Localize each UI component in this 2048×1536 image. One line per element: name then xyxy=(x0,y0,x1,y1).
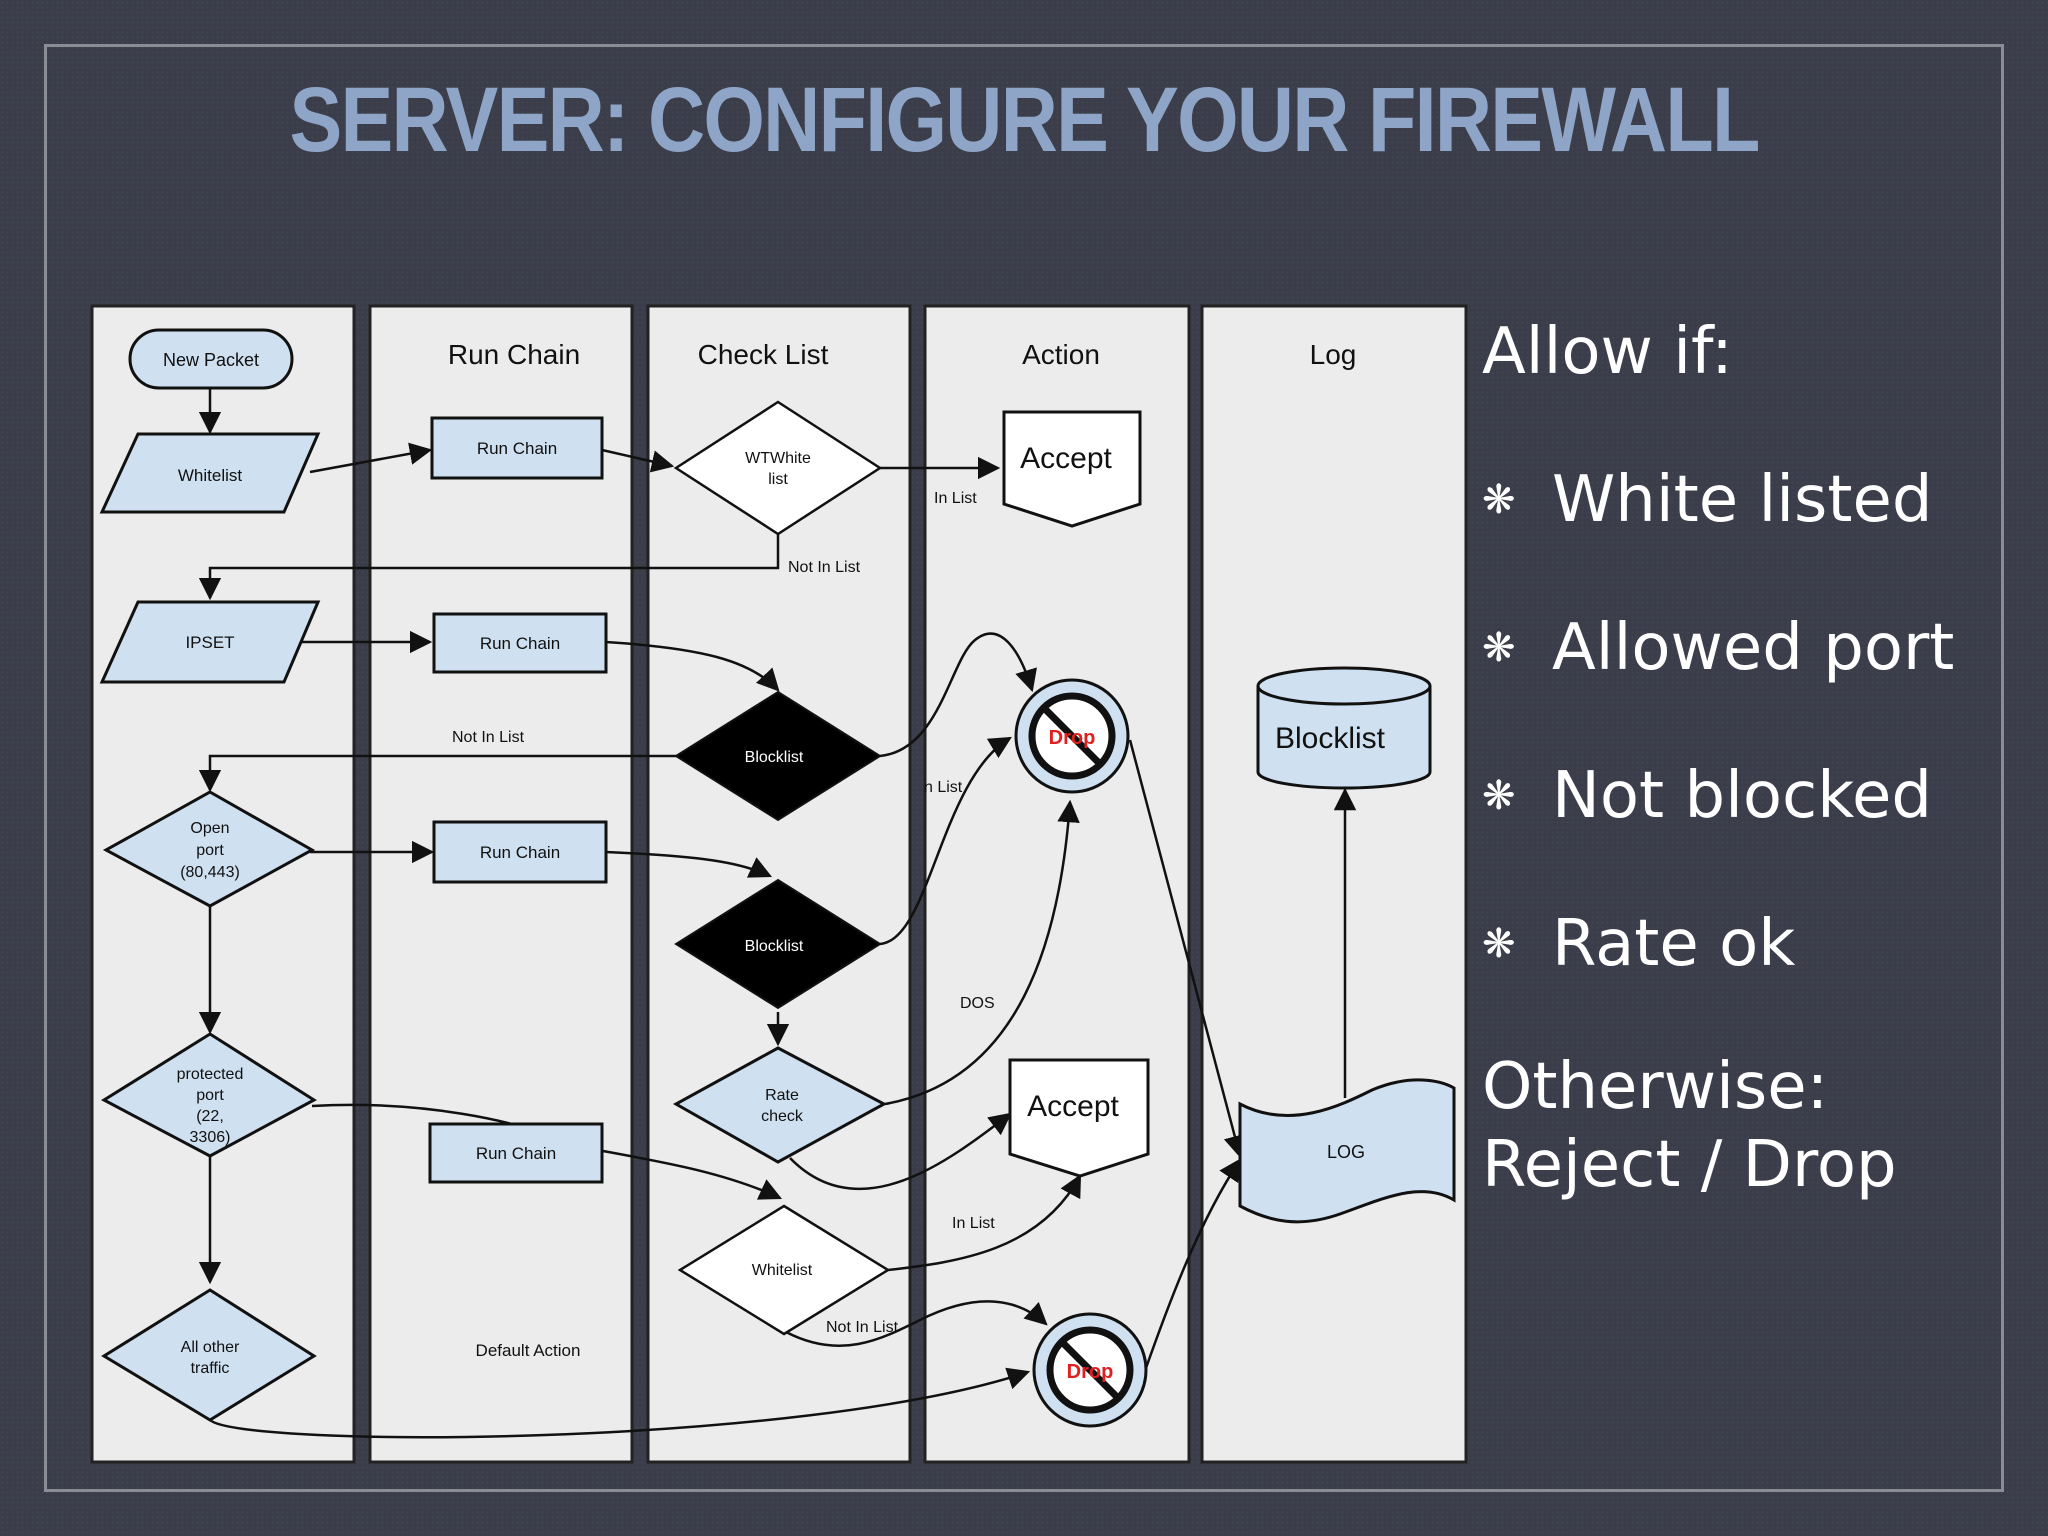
node-all-other-traffic: All other traffic xyxy=(101,1288,317,1422)
node-run-chain-1: Run Chain xyxy=(430,416,604,480)
svg-text:(80,443): (80,443) xyxy=(180,864,240,881)
svg-text:LOG: LOG xyxy=(1327,1142,1365,1162)
svg-text:WTWhite: WTWhite xyxy=(745,450,811,467)
node-wtwhite-list: WTWhite list xyxy=(673,400,883,536)
svg-text:New Packet: New Packet xyxy=(163,350,259,370)
lane-header-check-list: Check List xyxy=(698,339,829,370)
edge-labels: In List Not In List Not In List n List D… xyxy=(452,490,995,1336)
lane-header-action: Action xyxy=(1022,339,1100,370)
svg-text:check: check xyxy=(761,1108,804,1125)
lane-header-log: Log xyxy=(1310,339,1357,370)
rule-item: ❋ Allowed port xyxy=(1482,608,2042,688)
label-list-partial: n List xyxy=(924,779,963,796)
node-drop-1: Drop xyxy=(1014,678,1130,794)
node-blocklist-db: Blocklist xyxy=(1256,666,1432,790)
svg-text:protected: protected xyxy=(177,1066,244,1083)
svg-text:Drop: Drop xyxy=(1067,1361,1114,1383)
svg-text:port: port xyxy=(196,1087,224,1104)
node-rate-check: Rate check xyxy=(672,1046,888,1164)
svg-text:(22,: (22, xyxy=(196,1108,224,1125)
allow-rules: Allow if: ❋ White listed ❋ Allowed port … xyxy=(1482,312,2042,1208)
lane-header-run-chain: Run Chain xyxy=(448,339,580,370)
label-not-in-list-2: Not In List xyxy=(452,729,525,746)
svg-text:Run Chain: Run Chain xyxy=(480,843,560,862)
node-whitelist-check: Whitelist xyxy=(677,1204,891,1336)
svg-text:Whitelist: Whitelist xyxy=(752,1262,813,1279)
svg-text:port: port xyxy=(196,842,224,859)
node-accept-2: Accept xyxy=(1008,1058,1150,1178)
svg-text:Accept: Accept xyxy=(1027,1090,1119,1123)
node-whitelist-input: Whitelist xyxy=(99,432,321,514)
rule-item: ❋ Not blocked xyxy=(1482,756,2042,836)
svg-text:Run Chain: Run Chain xyxy=(476,1144,556,1163)
reject-drop-line: Reject / Drop xyxy=(1482,1128,1897,1202)
node-drop-2: Drop xyxy=(1032,1312,1148,1428)
node-new-packet: New Packet xyxy=(128,328,294,390)
svg-text:IPSET: IPSET xyxy=(185,633,234,652)
bullet-star-icon: ❋ xyxy=(1482,477,1516,523)
allow-heading: Allow if: xyxy=(1482,315,1733,389)
svg-text:Run Chain: Run Chain xyxy=(477,439,557,458)
node-blocklist-check-2: Blocklist xyxy=(674,878,882,1010)
label-in-list-1: In List xyxy=(934,490,977,507)
label-not-in-list-3: Not In List xyxy=(826,1319,899,1336)
otherwise-line: Otherwise: xyxy=(1482,1050,1829,1124)
node-blocklist-check-1: Blocklist xyxy=(674,690,882,822)
lane-log xyxy=(1200,304,1468,1464)
rule-item: ❋ Rate ok xyxy=(1482,904,2042,984)
svg-text:Blocklist: Blocklist xyxy=(745,938,804,955)
svg-text:Rate: Rate xyxy=(765,1087,799,1104)
node-run-chain-2: Run Chain xyxy=(432,612,608,674)
node-log: LOG xyxy=(1238,1078,1456,1224)
node-protected-port: protected port (22, 3306) xyxy=(100,1032,317,1158)
bullet-star-icon: ❋ xyxy=(1482,921,1516,967)
svg-text:list: list xyxy=(768,471,788,488)
node-accept-1: Accept xyxy=(1002,410,1142,528)
bullet-star-icon: ❋ xyxy=(1482,773,1516,819)
label-dos: DOS xyxy=(960,995,995,1012)
svg-text:Accept: Accept xyxy=(1020,442,1112,475)
node-ipset-input: IPSET xyxy=(99,600,321,684)
node-open-port: Open port (80,443) xyxy=(102,790,316,908)
label-in-list-2: In List xyxy=(952,1215,995,1232)
svg-text:Blocklist: Blocklist xyxy=(1275,722,1386,755)
svg-text:Whitelist: Whitelist xyxy=(178,466,243,485)
slide-frame xyxy=(44,44,2004,1492)
lane-run-chain xyxy=(368,304,634,1464)
edges xyxy=(198,388,1357,1439)
svg-text:All other: All other xyxy=(181,1339,240,1356)
svg-text:3306): 3306) xyxy=(190,1129,231,1146)
default-action-label: Default Action xyxy=(476,1341,581,1360)
node-run-chain-4: Run Chain xyxy=(428,1122,604,1184)
svg-text:Drop: Drop xyxy=(1049,727,1096,749)
svg-text:Blocklist: Blocklist xyxy=(745,749,804,766)
rule-item: ❋ White listed xyxy=(1482,460,2042,540)
svg-text:Run Chain: Run Chain xyxy=(480,634,560,653)
svg-text:traffic: traffic xyxy=(191,1360,230,1377)
slide-title: SERVER: CONFIGURE YOUR FIREWALL xyxy=(289,69,1760,171)
node-run-chain-3: Run Chain xyxy=(432,820,608,884)
svg-text:Open: Open xyxy=(190,820,229,837)
bullet-star-icon: ❋ xyxy=(1482,625,1516,671)
label-not-in-list-1: Not In List xyxy=(788,559,861,576)
